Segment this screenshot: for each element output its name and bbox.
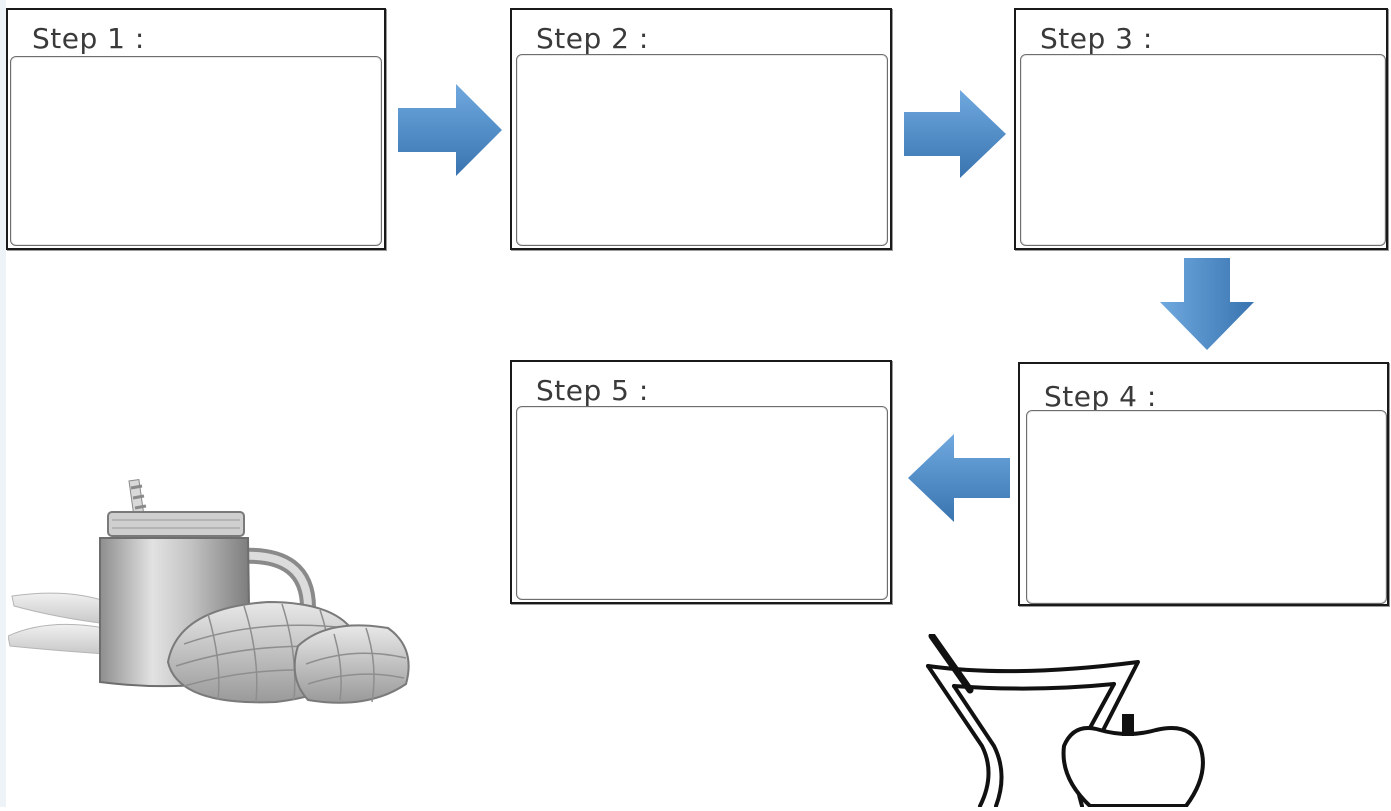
arrow-right-icon xyxy=(902,88,1008,180)
glass-with-straw-and-apple-illustration xyxy=(924,632,1214,811)
arrow-right-icon xyxy=(396,82,504,178)
mango-smoothie-jar-illustration xyxy=(7,478,418,718)
step-3-label: Step 3 : xyxy=(1040,22,1153,55)
step-2-box: Step 2 : xyxy=(510,8,892,250)
left-edge-strip xyxy=(0,0,6,807)
step-1-box: Step 1 : xyxy=(6,8,386,250)
step-5-label: Step 5 : xyxy=(536,374,649,407)
step-4-box: Step 4 : xyxy=(1018,362,1389,606)
step-5-box: Step 5 : xyxy=(510,360,892,604)
step-5-answer-area[interactable] xyxy=(516,406,888,600)
step-1-answer-area[interactable] xyxy=(10,56,382,246)
step-1-label: Step 1 : xyxy=(32,22,145,55)
step-3-box: Step 3 : xyxy=(1014,8,1388,250)
step-2-label: Step 2 : xyxy=(536,22,649,55)
step-4-answer-area[interactable] xyxy=(1026,410,1387,604)
arrow-down-icon xyxy=(1158,256,1256,352)
step-4-label: Step 4 : xyxy=(1044,380,1157,413)
arrow-left-icon xyxy=(906,432,1012,524)
step-2-answer-area[interactable] xyxy=(516,54,888,246)
step-3-answer-area[interactable] xyxy=(1020,54,1386,246)
